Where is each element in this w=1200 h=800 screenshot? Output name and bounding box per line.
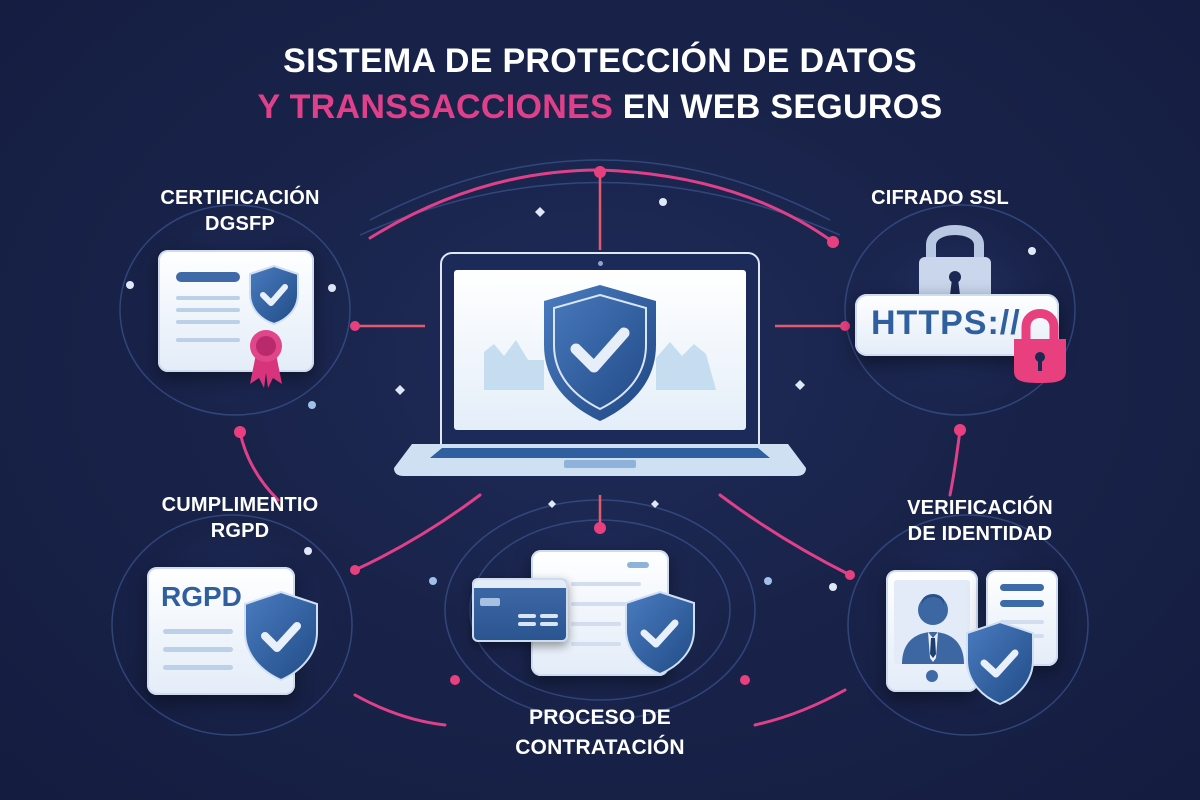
rgpd-doc-title: RGPD [161,581,242,612]
doc-line-strong [1000,600,1044,607]
page-title: SISTEMA DE PROTECCIÓN DE DATOS Y TRANSSA… [0,38,1200,130]
doc-line [571,602,641,606]
shield-check-icon-main [544,285,656,421]
doc-line [571,582,641,586]
certificate-heading-bar [176,272,240,282]
doc-line [571,622,621,626]
label-certificacion-line2: DGSFP [205,213,275,235]
label-contratacion: PROCESO DE CONTRATACIÓN [470,703,730,763]
label-certificacion-line1: CERTIFICACIÓN [160,187,320,209]
title-line-1: SISTEMA DE PROTECCIÓN DE DATOS [283,42,917,80]
certificate-line [176,308,240,312]
label-contratacion-line2: CONTRATACIÓN [515,736,685,759]
doc-tag [627,562,649,568]
certificate-line [176,338,240,342]
credit-card-icon [472,578,568,642]
shield-check-icon [244,590,318,682]
card-chip [480,598,500,606]
doc-line [1000,620,1044,624]
phone-home-button [926,670,938,682]
label-cumplimiento-line1: CUMPLIMENTIO [161,494,319,516]
card-digits [518,622,536,626]
title-line-2: Y TRANSSACCIONES EN WEB SEGUROS [0,84,1200,130]
doc-line-strong [1000,584,1044,591]
label-verificacion-line1: VERIFICACIÓN [907,497,1053,519]
shield-check-icon [625,590,695,676]
doc-line [163,665,233,670]
mountain-graph-decor [484,340,716,390]
label-cifrado-line1: CIFRADO SSL [871,187,1009,209]
laptop-camera [598,261,603,266]
person-avatar-icon [902,594,964,664]
label-cifrado: CIFRADO SSL [840,185,1040,211]
card-stripe [474,580,566,588]
shield-check-icon [249,264,299,326]
certificate-line [176,296,240,300]
shield-check-icon [966,620,1034,706]
label-cumplimiento: CUMPLIMENTIO RGPD [120,492,360,544]
label-contratacion-line1: PROCESO DE [528,706,672,729]
https-text: HTTPS:// [871,304,1021,342]
card-digits [540,622,558,626]
pink-padlock-icon [1014,309,1066,383]
label-verificacion: VERIFICACIÓN DE IDENTIDAD [860,495,1100,547]
doc-line [163,647,233,652]
doc-line [163,629,233,634]
doc-line [571,642,621,646]
ribbon-seal-icon [250,330,282,388]
label-cumplimiento-line2: RGPD [210,520,270,542]
laptop-base [394,444,806,476]
rgpd-document: RGPD [147,567,295,695]
label-verificacion-line2: DE IDENTIDAD [907,523,1053,545]
certificate-line [176,320,240,324]
card-digits [540,614,558,618]
label-certificacion: CERTIFICACIÓN DGSFP [120,185,360,237]
title-highlight: Y TRANSSACCIONES [257,88,614,126]
title-line-2-rest: EN WEB SEGUROS [613,88,943,126]
card-digits [518,614,536,618]
